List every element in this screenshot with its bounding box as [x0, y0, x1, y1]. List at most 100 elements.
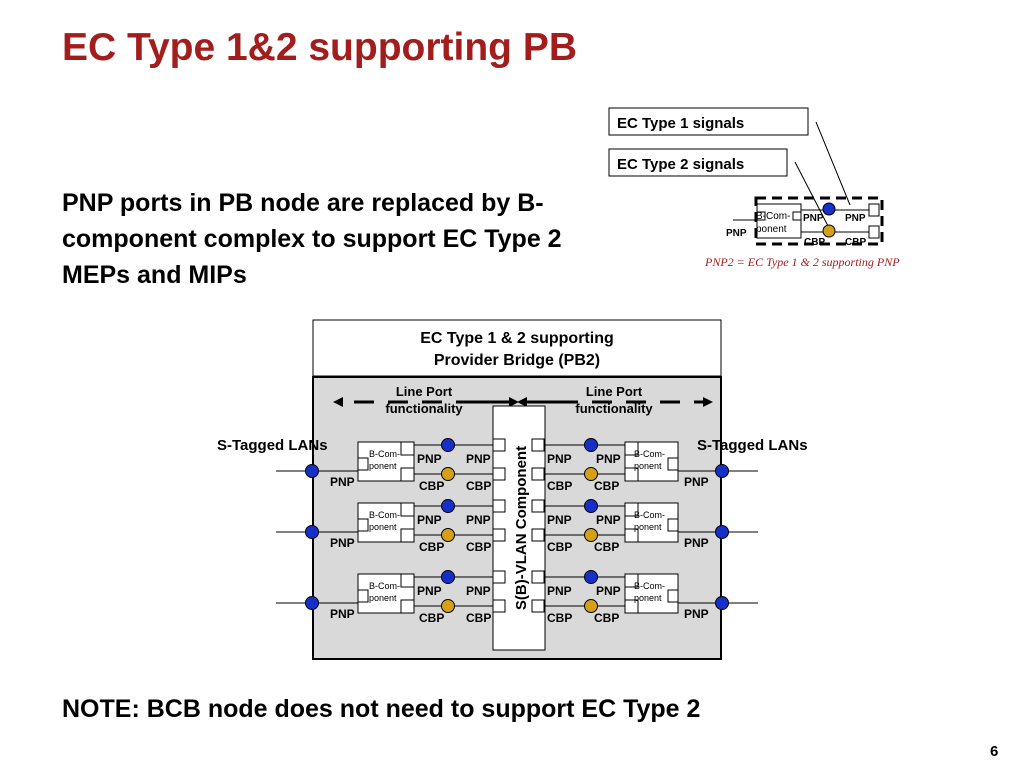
- row-1-right-lan-dot: [715, 464, 729, 478]
- row-2-right-bcomp-port-lower: [624, 528, 639, 543]
- row-1-right-cbp-label-2: CBP: [594, 479, 619, 493]
- row-2-right-cbp-label-2: CBP: [594, 540, 619, 554]
- page-number: 6: [990, 743, 999, 760]
- row-3-right-bcomp-label-2: ponent: [634, 593, 662, 603]
- row-1-right-bcomp-port-upper: [624, 441, 639, 456]
- row-3-right-type2-dot: [584, 599, 598, 613]
- row-1-left-pnp-label-1: PNP: [417, 452, 442, 466]
- row-2-left-bcomp-port-lower: [400, 528, 415, 543]
- line-port-right-line2: functionality: [575, 401, 653, 416]
- row-1-right-outer-pnp-label: PNP: [684, 475, 709, 489]
- row-1-left-bcomp-port-outer: [357, 457, 369, 471]
- legend-bcomp-label-1: B-Com-: [756, 211, 790, 222]
- legend-pnp2-dashed-box: [754, 196, 884, 246]
- row-3-right-bcomp-label-1: B-Com-: [634, 581, 665, 591]
- row-1-left-bcomp-port-upper: [400, 441, 415, 456]
- legend-type2-dot: [822, 224, 836, 238]
- row-3-left-type2-dot: [441, 599, 455, 613]
- row-2-right-lan-dot: [715, 525, 729, 539]
- row-3-svlan-right-port-lower: [531, 599, 545, 613]
- row-3-right-lan-dot: [715, 596, 729, 610]
- row-3-svlan-left-port-lower: [492, 599, 506, 613]
- pb2-header-line2: Provider Bridge (PB2): [434, 352, 600, 369]
- row-1-left-outer-pnp-label: PNP: [330, 475, 355, 489]
- row-3-left-bcomp-label-1: B-Com-: [369, 581, 400, 591]
- row-1-left-bcomp-port-lower: [400, 467, 415, 482]
- row-3-right-pnp-label-1: PNP: [547, 584, 572, 598]
- row-3-right-outer-pnp-label: PNP: [684, 607, 709, 621]
- row-3-right-type1-dot: [584, 570, 598, 584]
- s-tagged-lans-right: S-Tagged LANs: [697, 437, 808, 454]
- legend-caption: PNP2 = EC Type 1 & 2 supporting PNP: [704, 255, 900, 269]
- row-2-svlan-right-port-upper: [531, 499, 545, 513]
- legend-pnp-label-2: PNP: [845, 213, 866, 224]
- row-2-left-type2-dot: [441, 528, 455, 542]
- legend-bcomp-label-2: ponent: [756, 224, 787, 235]
- pb2-header-line1: EC Type 1 & 2 supporting: [420, 330, 614, 347]
- legend-type1-label: EC Type 1 signals: [617, 115, 744, 132]
- row-3-left-bcomp-port-outer: [357, 589, 369, 603]
- legend-type2-label: EC Type 2 signals: [617, 156, 744, 173]
- note-text: NOTE: BCB node does not need to support …: [62, 695, 701, 723]
- row-2-left-bcomp-port-outer: [357, 518, 369, 532]
- s-tagged-lans-left: S-Tagged LANs: [217, 437, 328, 454]
- row-1-svlan-right-port-upper: [531, 438, 545, 452]
- row-1-left-lan-dot: [305, 464, 319, 478]
- row-1-left-bcomp-label-2: ponent: [369, 461, 397, 471]
- row-2-right-bcomp-port-outer: [667, 518, 679, 532]
- row-3-right-bcomp-port-outer: [667, 589, 679, 603]
- row-2-left-outer-pnp-label: PNP: [330, 536, 355, 550]
- row-3-left-lan-dot: [305, 596, 319, 610]
- legend-bcomp-box: [756, 203, 802, 239]
- row-2-left-cbp-label-1: CBP: [419, 540, 444, 554]
- legend-bcomp-port-left: [756, 211, 766, 221]
- row-3-left-pnp-label-2: PNP: [466, 584, 491, 598]
- legend-pnp-label-1: PNP: [803, 213, 824, 224]
- row-1-right-pnp-label-2: PNP: [596, 452, 621, 466]
- legend: EC Type 1 signals EC Type 2 signals PNP …: [608, 107, 900, 269]
- row-2-left-cbp-label-2: CBP: [466, 540, 491, 554]
- row-3-svlan-right-port-upper: [531, 570, 545, 584]
- row-2-left-bcomp-port-upper: [400, 502, 415, 517]
- row-1-left-pnp-label-2: PNP: [466, 452, 491, 466]
- row-3-left-cbp-label-1: CBP: [419, 611, 444, 625]
- row-2-left-pnp-label-2: PNP: [466, 513, 491, 527]
- legend-bcomp-port-right: [792, 211, 802, 221]
- legend-port-right-lower: [868, 225, 880, 239]
- row-1-svlan-left-port-lower: [492, 467, 506, 481]
- row-2-right-bcomp-label-2: ponent: [634, 522, 662, 532]
- row-1-right-bcomp-label-1: B-Com-: [634, 449, 665, 459]
- row-3-left-pnp-label-1: PNP: [417, 584, 442, 598]
- row-3-right-pnp-label-2: PNP: [596, 584, 621, 598]
- row-1-left-cbp-label-1: CBP: [419, 479, 444, 493]
- row-3-right-bcomp-port-lower: [624, 599, 639, 614]
- row-3-right-cbp-label-2: CBP: [594, 611, 619, 625]
- row-2-right-cbp-label-1: CBP: [547, 540, 572, 554]
- row-3-right-cbp-label-1: CBP: [547, 611, 572, 625]
- row-3-left-outer-pnp-label: PNP: [330, 607, 355, 621]
- row-2-right-type1-dot: [584, 499, 598, 513]
- legend-type2-pointer: [794, 161, 829, 227]
- legend-type2-box: [608, 148, 788, 177]
- svlan-component-label: S(B)-VLAN Component: [513, 446, 530, 610]
- row-2-right-pnp-label-1: PNP: [547, 513, 572, 527]
- legend-type1-box: [608, 107, 809, 136]
- row-1-right-bcomp-port-lower: [624, 467, 639, 482]
- legend-pnp-outer-label: PNP: [726, 228, 747, 239]
- row-1-left-type2-dot: [441, 467, 455, 481]
- row-2-left-bcomp-label-2: ponent: [369, 522, 397, 532]
- row-1-right-type2-dot: [584, 467, 598, 481]
- row-2-left-type1-dot: [441, 499, 455, 513]
- legend-cbp-label-2: CBP: [845, 237, 866, 248]
- row-2-left-lan-dot: [305, 525, 319, 539]
- line-port-left-line1: Line Port: [396, 384, 453, 399]
- row-2-right-bcomp-label-1: B-Com-: [634, 510, 665, 520]
- row-2-left-pnp-label-1: PNP: [417, 513, 442, 527]
- legend-port-right-upper: [868, 203, 880, 217]
- row-3-left-bcomp-label-2: ponent: [369, 593, 397, 603]
- row-3-left-bcomp-port-upper: [400, 573, 415, 588]
- row-1-svlan-right-port-lower: [531, 467, 545, 481]
- pb2-diagram: EC Type 1 & 2 supporting Provider Bridge…: [217, 319, 808, 660]
